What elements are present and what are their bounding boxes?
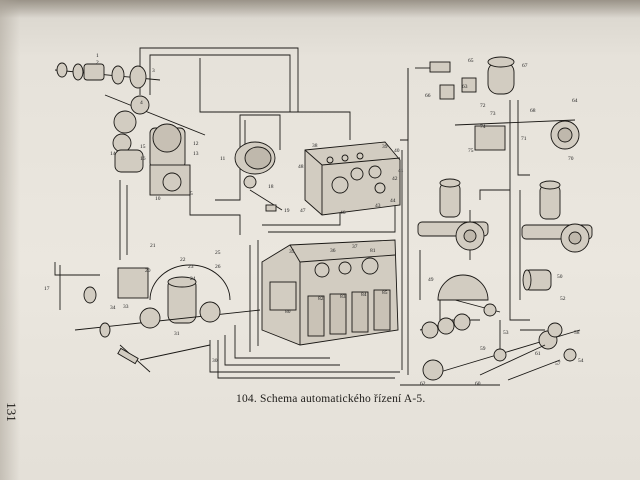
part-number-label: 36 bbox=[330, 248, 336, 254]
part-number-label: 63 bbox=[462, 84, 468, 90]
part-number-label: 73 bbox=[490, 111, 496, 117]
part-number-label: 13 bbox=[193, 151, 199, 157]
part-number-label: 50 bbox=[557, 274, 563, 280]
part-number-label: 22 bbox=[180, 257, 186, 263]
part-number-label: 48 bbox=[298, 164, 304, 170]
part-number-label: 54 bbox=[578, 358, 584, 364]
part-number-labels: 1 2 3 4 5 10 11 12 13 14 15 16 17 18 19 … bbox=[44, 53, 584, 387]
part-number-label: 4 bbox=[140, 100, 143, 106]
part-number-label: 53 bbox=[503, 330, 509, 336]
binding-shadow bbox=[0, 0, 20, 480]
part-number-label: 42 bbox=[392, 176, 398, 182]
part-number-label: 59 bbox=[480, 346, 486, 352]
part-number-label: 37 bbox=[352, 244, 358, 250]
part-number-label: 5 bbox=[190, 191, 193, 197]
part-number-label: 83 bbox=[340, 294, 346, 300]
part-number-label: 40 bbox=[394, 148, 400, 154]
part-number-label: 47 bbox=[300, 208, 306, 214]
part-number-label: 31 bbox=[174, 331, 180, 337]
part-number-label: 66 bbox=[425, 93, 431, 99]
part-number-label: 58 bbox=[574, 330, 580, 336]
part-number-label: 39 bbox=[382, 144, 388, 150]
part-number-label: 43 bbox=[375, 203, 381, 209]
part-number-label: 38 bbox=[312, 143, 318, 149]
part-number-label: 81 bbox=[370, 248, 376, 254]
wiring-lines bbox=[54, 47, 545, 386]
part-number-label: 80 bbox=[285, 309, 291, 315]
part-number-label: 67 bbox=[522, 63, 528, 69]
part-number-label: 34 bbox=[110, 305, 116, 311]
part-number-label: 85 bbox=[382, 290, 388, 296]
part-number-label: 65 bbox=[468, 58, 474, 64]
part-number-label: 84 bbox=[361, 292, 367, 298]
part-number-label: 20 bbox=[145, 268, 151, 274]
part-number-label: 57 bbox=[555, 361, 561, 367]
part-number-label: 25 bbox=[215, 250, 221, 256]
part-number-label: 11 bbox=[220, 156, 226, 162]
part-number-label: 16 bbox=[140, 156, 146, 162]
part-number-label: 26 bbox=[215, 264, 221, 270]
part-number-label: 35 bbox=[289, 249, 295, 255]
part-number-label: 64 bbox=[572, 98, 578, 104]
part-number-label: 2 bbox=[96, 60, 99, 66]
part-number-label: 61 bbox=[535, 351, 541, 357]
part-number-label: 49 bbox=[428, 277, 434, 283]
mechanical-parts bbox=[54, 56, 593, 381]
part-number-label: 75 bbox=[468, 148, 474, 154]
page-top-shadow bbox=[0, 0, 640, 18]
part-number-label: 71 bbox=[521, 136, 527, 142]
part-number-label: 74 bbox=[480, 124, 486, 130]
part-number-label: 72 bbox=[480, 103, 486, 109]
part-number-label: 23 bbox=[188, 264, 194, 270]
figure-caption: 104. Schema automatického řízení A-5. bbox=[236, 393, 426, 405]
part-number-label: 15 bbox=[140, 144, 146, 150]
part-number-label: 12 bbox=[193, 141, 199, 147]
part-number-label: 10 bbox=[155, 196, 161, 202]
part-number-label: 41 bbox=[398, 168, 404, 174]
part-number-label: 68 bbox=[530, 108, 536, 114]
part-number-label: 21 bbox=[150, 243, 156, 249]
part-number-label: 60 bbox=[475, 381, 481, 387]
part-number-label: 70 bbox=[568, 156, 574, 162]
page-number: 131 bbox=[4, 402, 19, 422]
part-number-label: 3 bbox=[152, 68, 155, 74]
part-number-label: 82 bbox=[318, 296, 324, 302]
part-number-label: 52 bbox=[560, 296, 566, 302]
part-number-label: 24 bbox=[190, 276, 196, 282]
part-number-label: 17 bbox=[44, 286, 50, 292]
part-number-label: 14 bbox=[110, 151, 116, 157]
part-number-label: 18 bbox=[268, 184, 274, 190]
part-number-label: 33 bbox=[123, 304, 129, 310]
part-number-label: 1 bbox=[96, 53, 99, 59]
part-number-label: 46 bbox=[340, 210, 346, 216]
part-number-label: 19 bbox=[284, 208, 290, 214]
part-number-label: 30 bbox=[212, 358, 218, 364]
part-number-label: 62 bbox=[420, 381, 426, 387]
part-number-label: 44 bbox=[390, 198, 396, 204]
